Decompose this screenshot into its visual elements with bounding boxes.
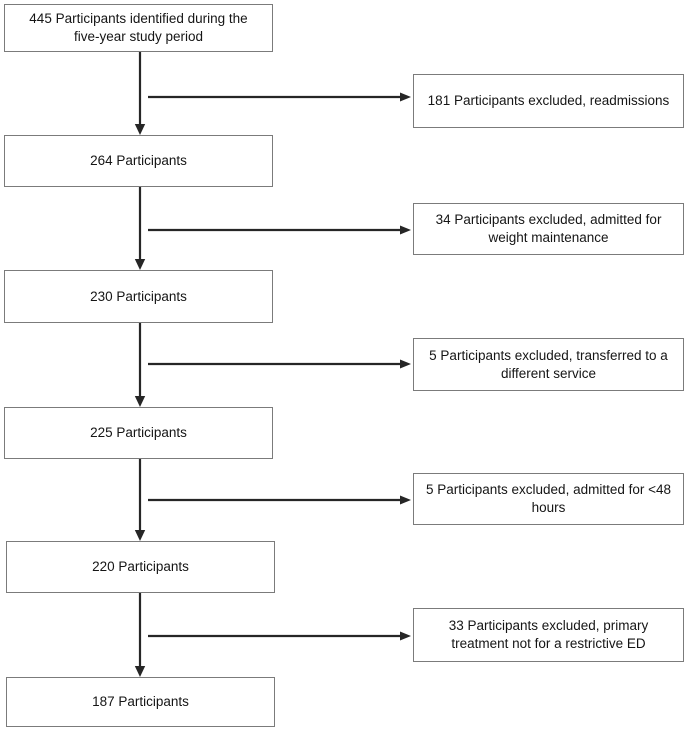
arrow-exclusion-3: [148, 359, 411, 369]
exclusion-box-under-48-hours: 5 Participants excluded, admitted for <4…: [413, 473, 684, 525]
main-box-identified-label: 445 Participants identified during the f…: [29, 11, 248, 44]
main-box-264: 264 Participants: [4, 135, 273, 187]
main-box-230-label: 230 Participants: [90, 288, 187, 304]
arrow-exclusion-1: [148, 92, 411, 102]
exclusion-box-weight-maintenance-label: 34 Participants excluded, admitted for w…: [435, 212, 662, 245]
exclusion-box-transferred: 5 Participants excluded, transferred to …: [413, 338, 684, 391]
main-box-187-label: 187 Participants: [92, 694, 189, 710]
main-box-220: 220 Participants: [6, 541, 275, 593]
exclusion-box-transferred-label: 5 Participants excluded, transferred to …: [429, 347, 668, 381]
arrow-exclusion-4: [148, 495, 411, 505]
main-box-187: 187 Participants: [6, 677, 275, 727]
main-box-264-label: 264 Participants: [90, 153, 187, 169]
arrow-down-2: [134, 187, 146, 270]
arrow-exclusion-5: [148, 631, 411, 641]
arrow-down-5: [134, 593, 146, 677]
arrow-down-1: [134, 52, 146, 135]
exclusion-box-weight-maintenance: 34 Participants excluded, admitted for w…: [413, 203, 684, 255]
exclusion-box-readmissions: 181 Participants excluded, readmissions: [413, 74, 684, 128]
arrow-down-4: [134, 459, 146, 541]
main-box-220-label: 220 Participants: [92, 559, 189, 575]
arrow-exclusion-2: [148, 225, 411, 235]
exclusion-box-under-48-hours-label: 5 Participants excluded, admitted for <4…: [425, 482, 672, 515]
main-box-identified: 445 Participants identified during the f…: [4, 4, 273, 52]
main-box-225-label: 225 Participants: [90, 425, 187, 441]
exclusion-box-readmissions-label: 181 Participants excluded, readmissions: [427, 93, 670, 109]
main-box-230: 230 Participants: [4, 270, 273, 323]
exclusion-box-not-restrictive-ed-label: 33 Participants excluded, primary treatm…: [448, 618, 649, 651]
main-box-225: 225 Participants: [4, 407, 273, 459]
exclusion-box-not-restrictive-ed: 33 Participants excluded, primary treatm…: [413, 608, 684, 662]
arrow-down-3: [134, 323, 146, 407]
